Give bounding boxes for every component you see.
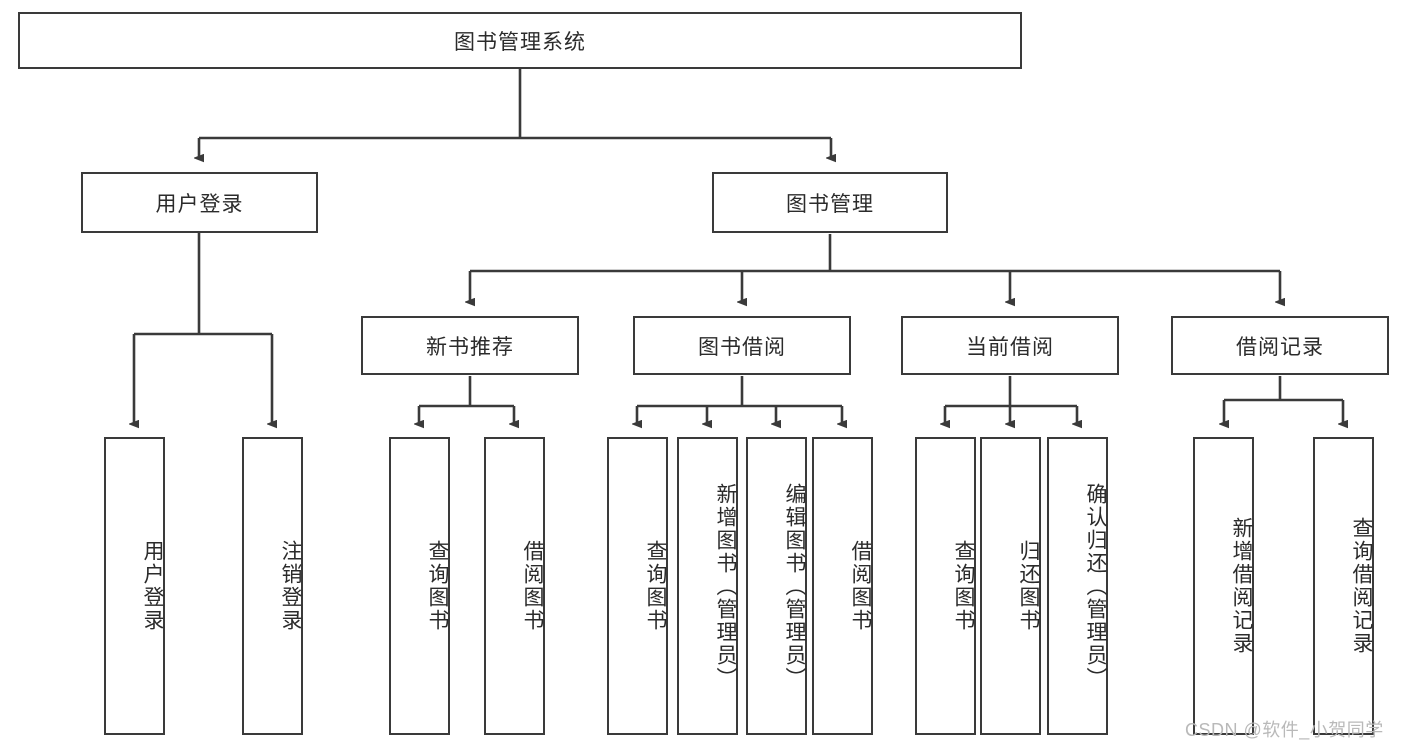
node-label: 查询图书 [952, 540, 975, 632]
leaf-borrow-book[interactable]: 借阅图书 [812, 437, 873, 735]
node-label: 图书管理系统 [454, 30, 586, 54]
node-label: 新增图书（管理员） [714, 482, 737, 690]
node-label: 确认归还（管理员） [1084, 482, 1107, 690]
node-label: 注销登录 [279, 540, 302, 632]
node-label: 借阅记录 [1236, 335, 1324, 359]
node-label: 用户登录 [155, 192, 244, 216]
leaf-query-book-current[interactable]: 查询图书 [915, 437, 976, 735]
node-book-management[interactable]: 图书管理 [712, 172, 948, 233]
node-book-borrow[interactable]: 图书借阅 [633, 316, 851, 375]
node-label: 编辑图书（管理员） [783, 482, 806, 690]
node-label: 当前借阅 [966, 335, 1054, 359]
node-label: 查询图书 [644, 540, 667, 632]
node-root-book-management-system[interactable]: 图书管理系统 [18, 12, 1022, 69]
leaf-query-book-recommend[interactable]: 查询图书 [389, 437, 450, 735]
node-label: 查询图书 [426, 540, 449, 632]
node-current-borrow[interactable]: 当前借阅 [901, 316, 1119, 375]
leaf-add-book-admin[interactable]: 新增图书（管理员） [677, 437, 738, 735]
leaf-query-book-borrow[interactable]: 查询图书 [607, 437, 668, 735]
node-label: 图书借阅 [698, 335, 786, 359]
node-label: 查询借阅记录 [1350, 517, 1373, 655]
node-label: 借阅图书 [849, 540, 872, 632]
leaf-query-borrow-record[interactable]: 查询借阅记录 [1313, 437, 1374, 735]
node-label: 图书管理 [786, 192, 874, 216]
leaf-logout-login[interactable]: 注销登录 [242, 437, 303, 735]
leaf-confirm-return-admin[interactable]: 确认归还（管理员） [1047, 437, 1108, 735]
node-label: 归还图书 [1017, 540, 1040, 632]
node-label: 新增借阅记录 [1230, 517, 1253, 655]
leaf-add-borrow-record[interactable]: 新增借阅记录 [1193, 437, 1254, 735]
node-new-book-recommend[interactable]: 新书推荐 [361, 316, 579, 375]
node-label: 借阅图书 [521, 540, 544, 632]
node-label: 新书推荐 [426, 335, 514, 359]
leaf-borrow-book-recommend[interactable]: 借阅图书 [484, 437, 545, 735]
leaf-user-login[interactable]: 用户登录 [104, 437, 165, 735]
node-label: 用户登录 [141, 540, 164, 632]
leaf-edit-book-admin[interactable]: 编辑图书（管理员） [746, 437, 807, 735]
node-user-login[interactable]: 用户登录 [81, 172, 318, 233]
node-borrow-record[interactable]: 借阅记录 [1171, 316, 1389, 375]
leaf-return-book[interactable]: 归还图书 [980, 437, 1041, 735]
csdn-watermark: CSDN @软件_小贺同学 [1185, 720, 1384, 740]
